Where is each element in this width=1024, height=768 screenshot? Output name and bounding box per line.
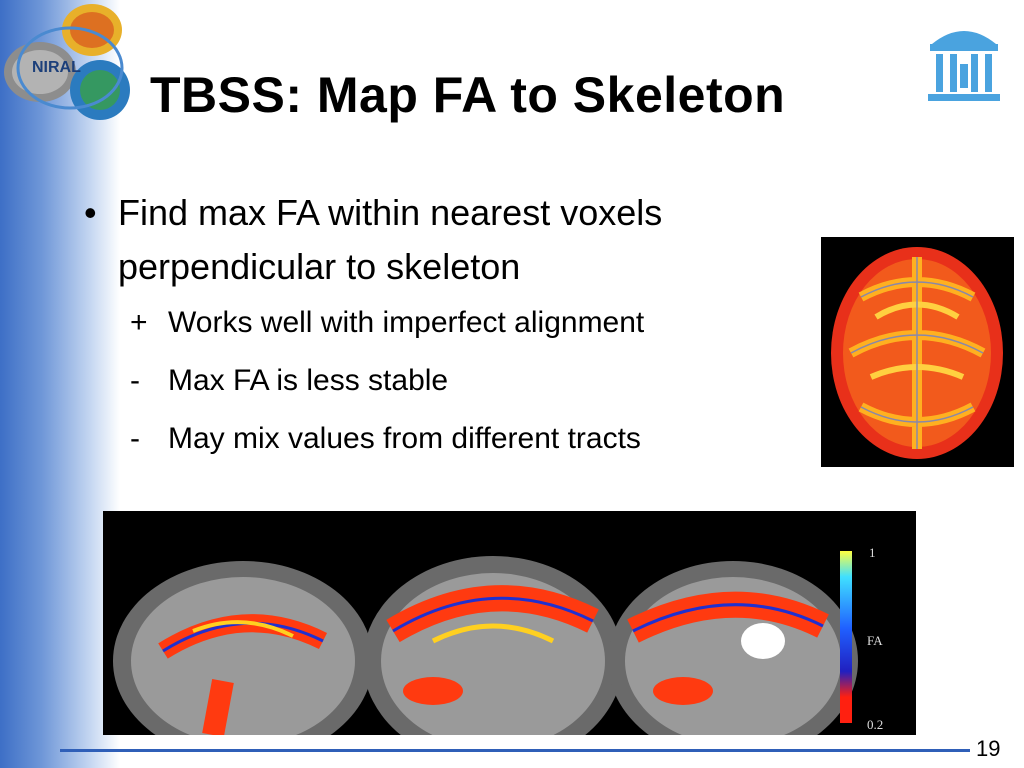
bullet-dot: •	[84, 192, 97, 233]
sub-bullet-marker: -	[130, 422, 140, 455]
footer-divider	[60, 749, 970, 752]
colorbar-mid-label: FA	[867, 633, 883, 648]
niral-logo: NIRAL	[4, 4, 130, 120]
main-bullet: • Find max FA within nearest voxels perpe…	[84, 186, 824, 294]
sub-bullet-text: Max FA is less stable	[168, 364, 449, 397]
left-gradient-bar	[0, 0, 120, 768]
sub-bullet: -Max FA is less stable	[84, 352, 824, 410]
colorbar-min-label: 0.2	[867, 717, 884, 732]
sub-bullet: + Works well with imperfect alignment	[84, 294, 824, 352]
sagittal-brain-2	[363, 556, 623, 735]
sub-bullet-marker: +	[130, 306, 148, 339]
niral-logo-text: NIRAL	[32, 59, 81, 76]
sub-bullet-text: Works well with imperfect alignment	[168, 306, 645, 339]
sub-bullet-text: May mix values from different tracts	[168, 422, 641, 455]
axial-fa-brain-image	[821, 237, 1014, 467]
slide-title: TBSS: Map FA to Skeleton	[150, 67, 786, 123]
sagittal-brain-1	[113, 561, 373, 735]
unc-old-well-logo	[928, 31, 1000, 101]
sub-bullet-marker: -	[130, 364, 140, 397]
sagittal-brain-3	[608, 561, 858, 735]
sagittal-skeleton-image: 1 FA 0.2	[103, 511, 916, 735]
sub-bullet: -May mix values from different tracts	[84, 410, 824, 468]
main-bullet-text: Find max FA within nearest voxels perpen…	[118, 192, 663, 287]
page-number: 19	[976, 736, 1001, 761]
bullet-list: • Find max FA within nearest voxels perpe…	[84, 186, 824, 468]
fa-colorbar	[840, 551, 852, 723]
colorbar-max-label: 1	[869, 545, 876, 560]
